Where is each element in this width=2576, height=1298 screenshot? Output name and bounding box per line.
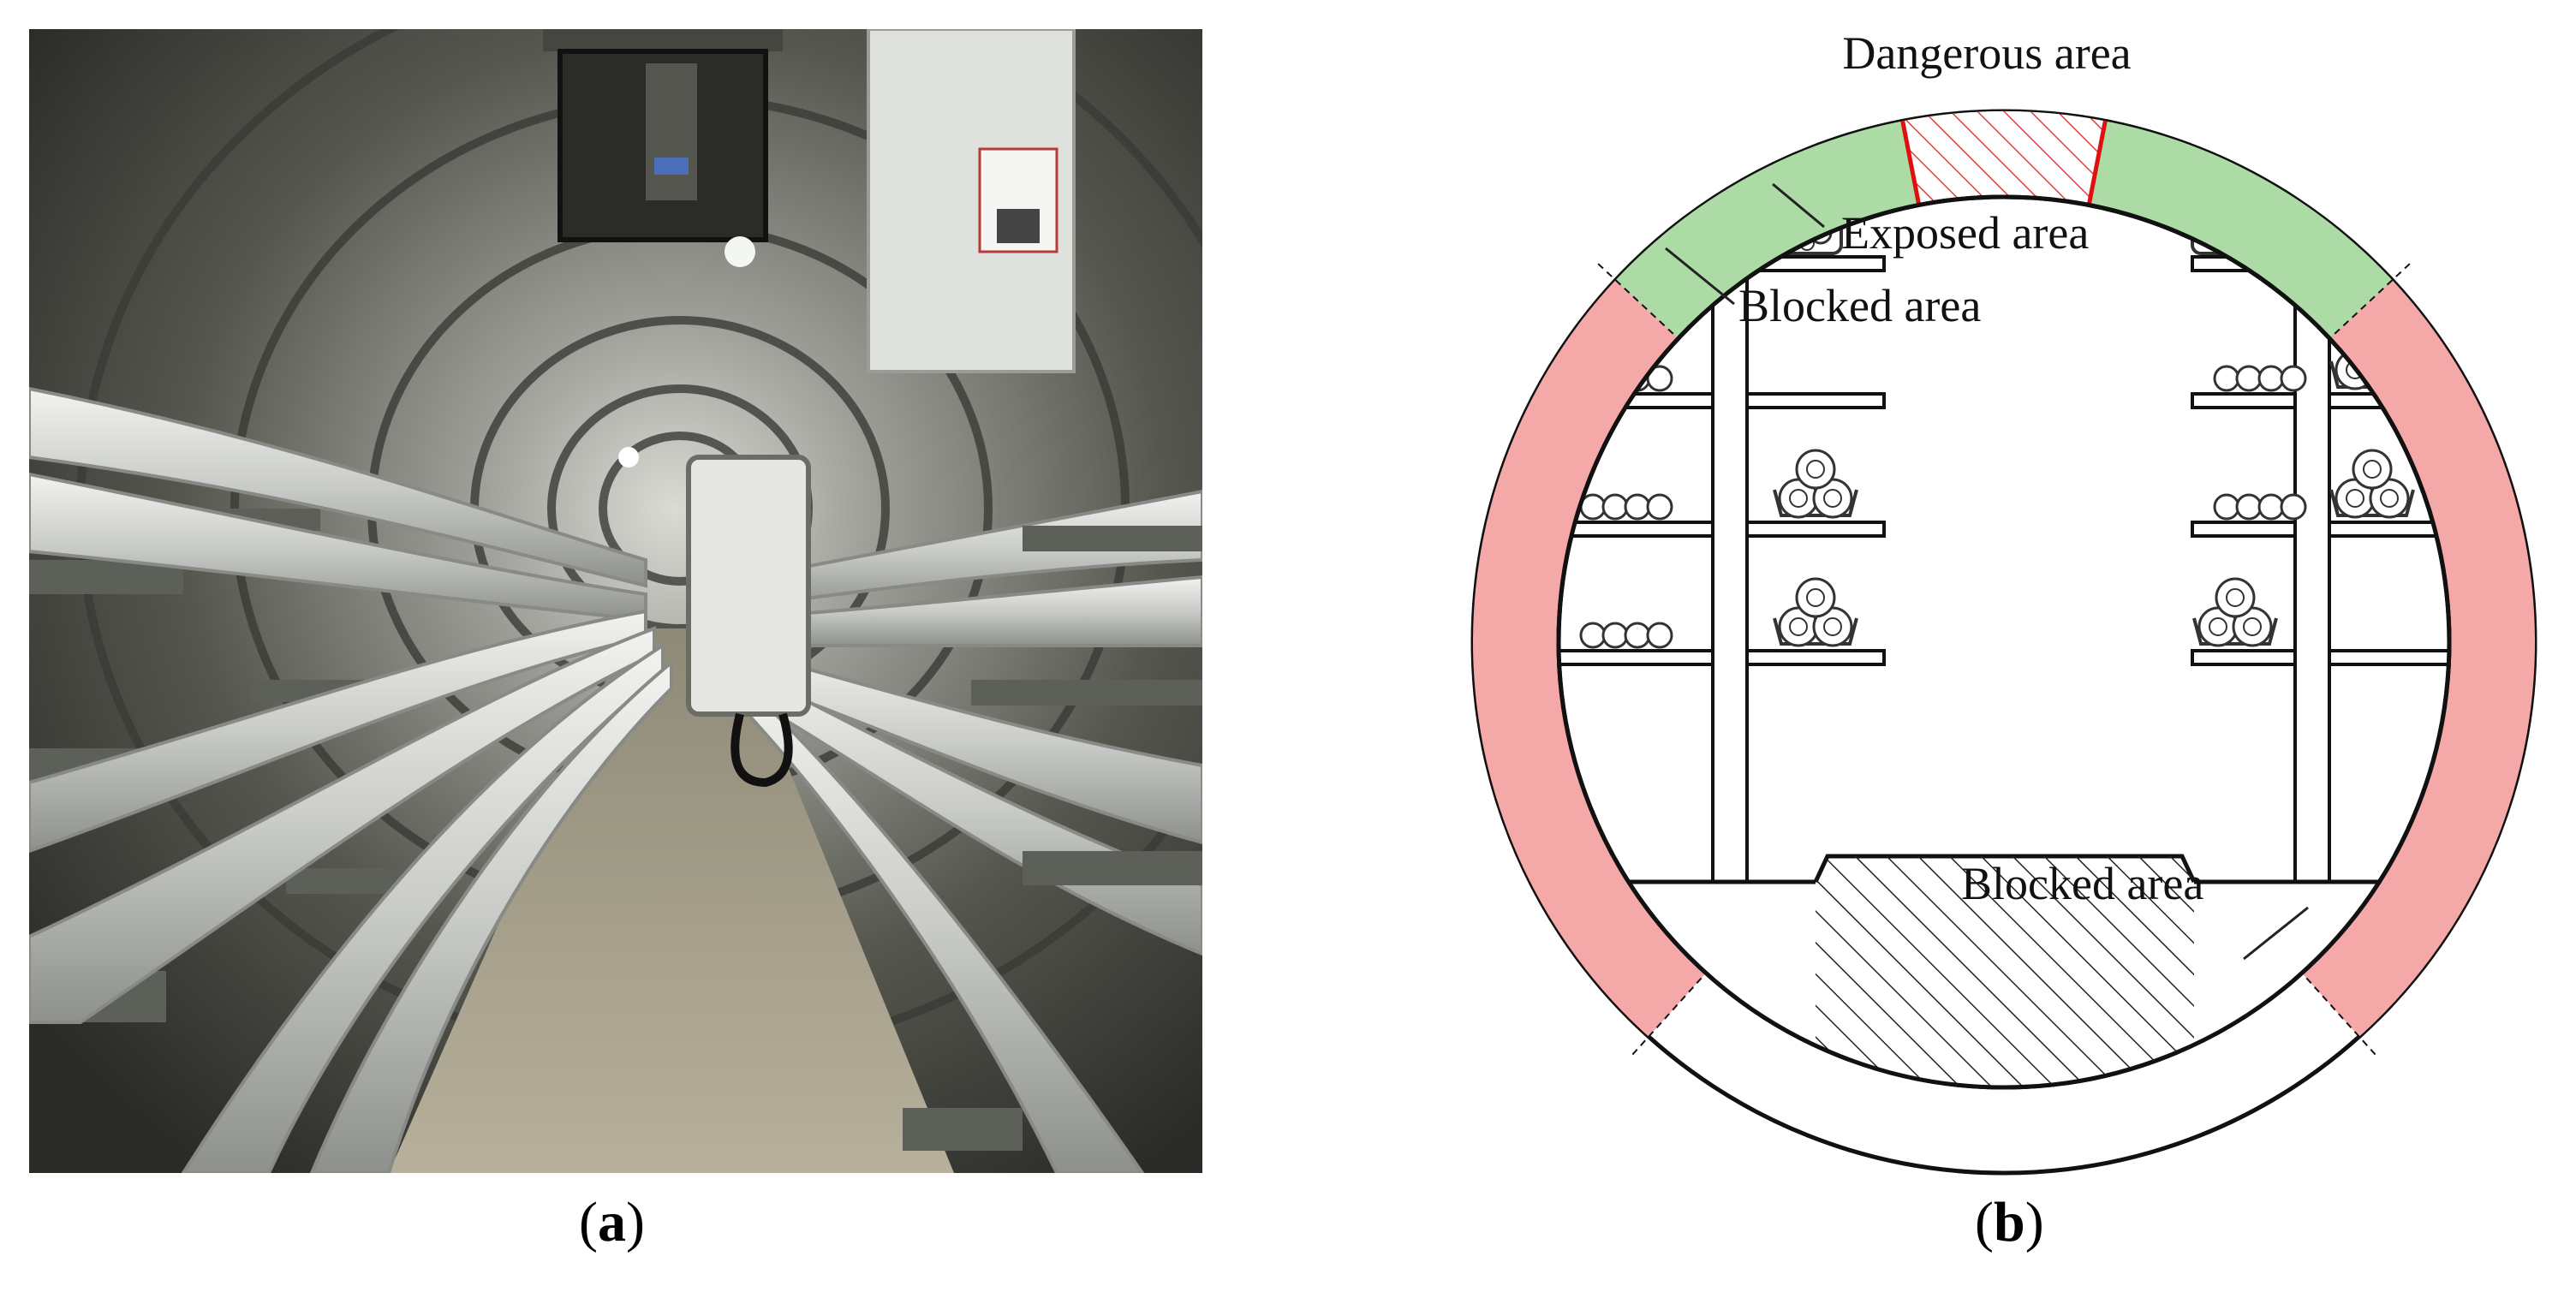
caption-b: (b) <box>1975 1191 2044 1253</box>
ceiling-light <box>724 236 755 267</box>
blocked-sector-left <box>1473 280 1707 1037</box>
right-brackets <box>903 526 1202 1151</box>
caption-a: (a) <box>579 1191 645 1253</box>
ceiling-light <box>618 447 639 467</box>
tunnel-photo-drawing <box>29 29 1202 1173</box>
left-cables <box>29 386 673 1173</box>
floor-hatch <box>1816 856 2194 1087</box>
sector-boundary-tick <box>1597 263 1692 351</box>
label-blocked-area-lower: Blocked area <box>1961 858 2203 909</box>
label-dangerous-area: Dangerous area <box>1842 27 2131 79</box>
label-blocked-area-upper: Blocked area <box>1738 280 1981 331</box>
inspection-robot <box>543 29 1076 788</box>
tunnel-photo <box>29 29 1202 1173</box>
dangerous-boundary <box>1900 120 1922 206</box>
tunnel-cross-section: Dangerous area Exposed area Blocked area… <box>1456 17 2569 1182</box>
exposed-sector <box>1615 110 2393 339</box>
leader-lines <box>1665 182 2309 961</box>
sector-boundary-tick <box>2289 959 2376 1056</box>
sector-boundary-tick <box>1631 959 1719 1056</box>
dangerous-sector <box>1902 111 2106 205</box>
dangerous-boundary <box>2086 120 2108 206</box>
cross-section-drawing: Dangerous area Exposed area Blocked area… <box>1470 27 2537 1176</box>
label-exposed-area: Exposed area <box>1841 207 2089 259</box>
blocked-sector-right <box>2301 280 2535 1037</box>
right-cables <box>704 489 1202 1173</box>
sector-boundary-tick <box>2316 263 2411 351</box>
tunnel-floor <box>389 628 954 1173</box>
